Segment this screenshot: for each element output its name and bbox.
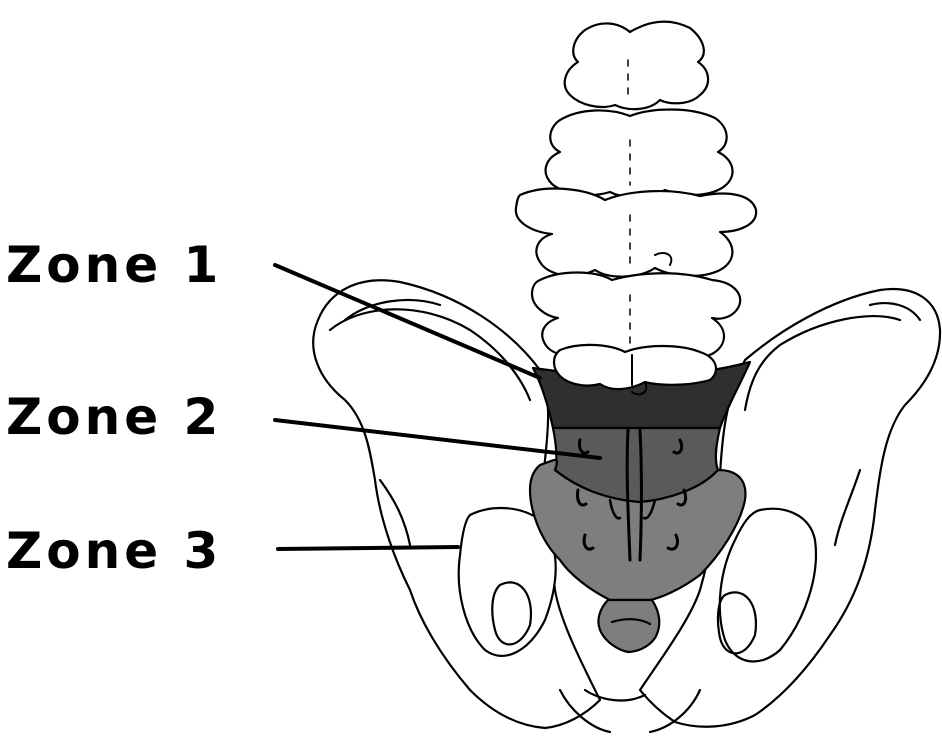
zone1-label: Zone 1 <box>6 240 222 290</box>
zone2-label: Zone 2 <box>6 392 222 442</box>
coccyx <box>598 600 659 652</box>
lumbar-spine <box>516 22 756 389</box>
zone3-label: Zone 3 <box>6 526 222 576</box>
zone3-leader-line <box>278 547 458 549</box>
